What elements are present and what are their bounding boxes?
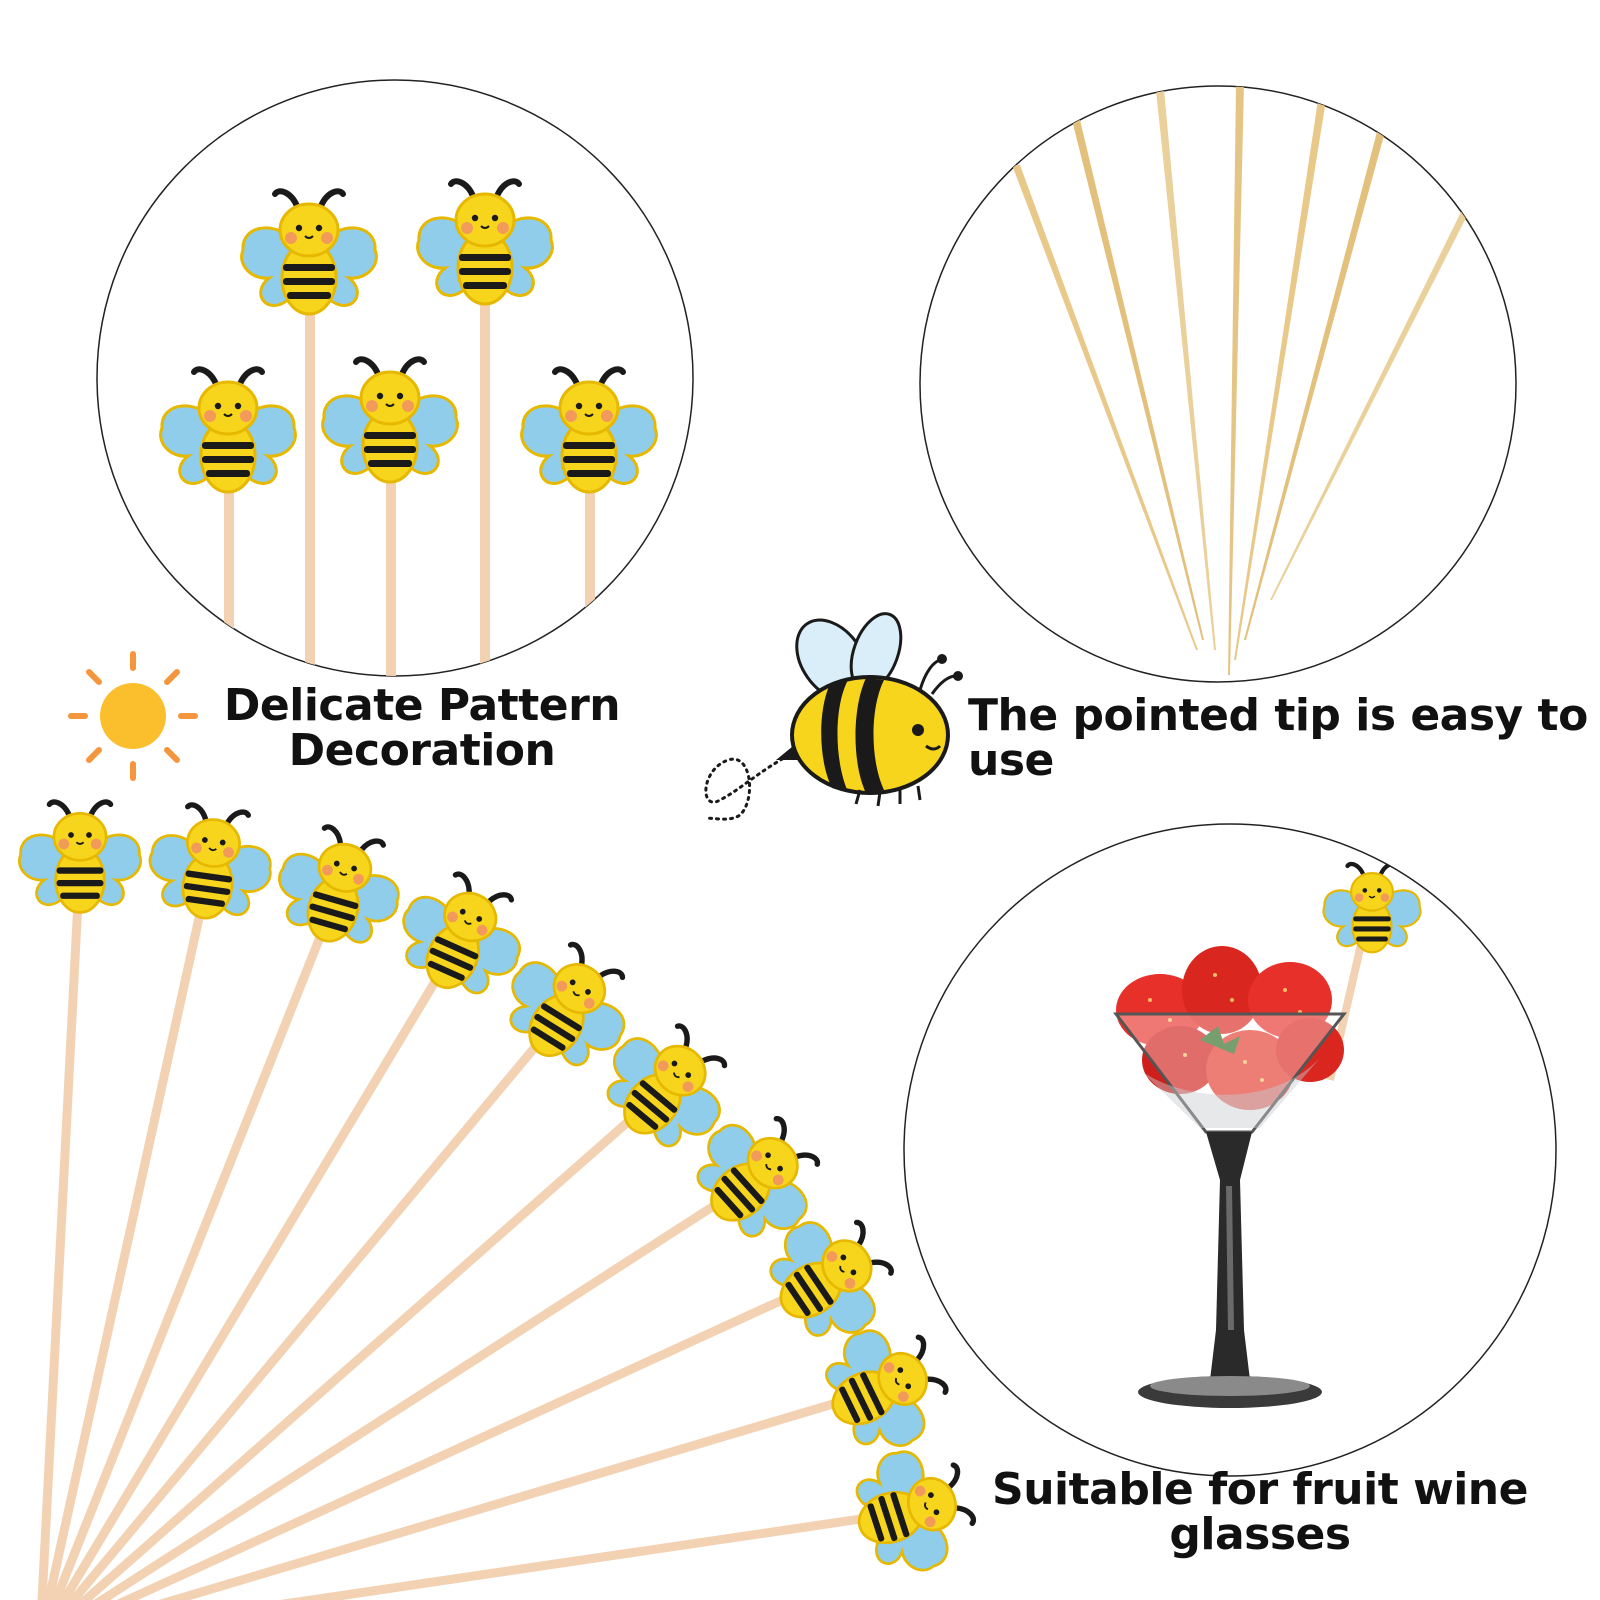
bee-pick-stick <box>51 890 343 1600</box>
pattern-caption-line2: Decoration <box>288 724 556 776</box>
bee-pick-icon <box>266 818 413 958</box>
bee-pick-stick <box>78 1086 667 1600</box>
bee-pick-stick <box>44 867 215 1600</box>
bee-pick-stick <box>116 1275 828 1600</box>
bee-pick-icon <box>19 802 140 912</box>
bee-pick-stick <box>93 1176 757 1600</box>
bee-pick-stick <box>67 1007 570 1600</box>
bee-pick-icon <box>841 1436 984 1586</box>
sun-icon <box>68 651 198 781</box>
tip-caption-line2: use <box>968 734 1054 786</box>
bee-pick-stick <box>280 1507 909 1600</box>
tip-caption: The pointed tip is easy to use <box>968 690 1588 786</box>
bee-pick-icon <box>143 800 279 926</box>
bee-pick-fan <box>19 800 984 1600</box>
glasses-caption-line2: glasses <box>1169 1508 1351 1560</box>
fruit-glass-circle <box>903 823 1557 1477</box>
bee-pick-stick <box>158 1385 882 1600</box>
cartoon-bee-icon <box>703 612 963 821</box>
pattern-circle <box>96 79 694 677</box>
tip-caption-line1: The pointed tip is easy to <box>968 690 1588 741</box>
bee-pick-icon <box>808 1309 960 1466</box>
glasses-caption: Suitable for fruit wine glasses <box>980 1464 1540 1560</box>
pattern-caption: Delicate Pattern Decoration <box>212 680 632 776</box>
bee-pick-stick <box>58 937 464 1600</box>
pattern-caption-line1: Delicate Pattern <box>223 680 621 731</box>
pointed-tip-circle <box>919 85 1517 683</box>
bee-pick-stick <box>37 861 85 1600</box>
glasses-caption-line1: Suitable for fruit wine <box>992 1464 1528 1515</box>
